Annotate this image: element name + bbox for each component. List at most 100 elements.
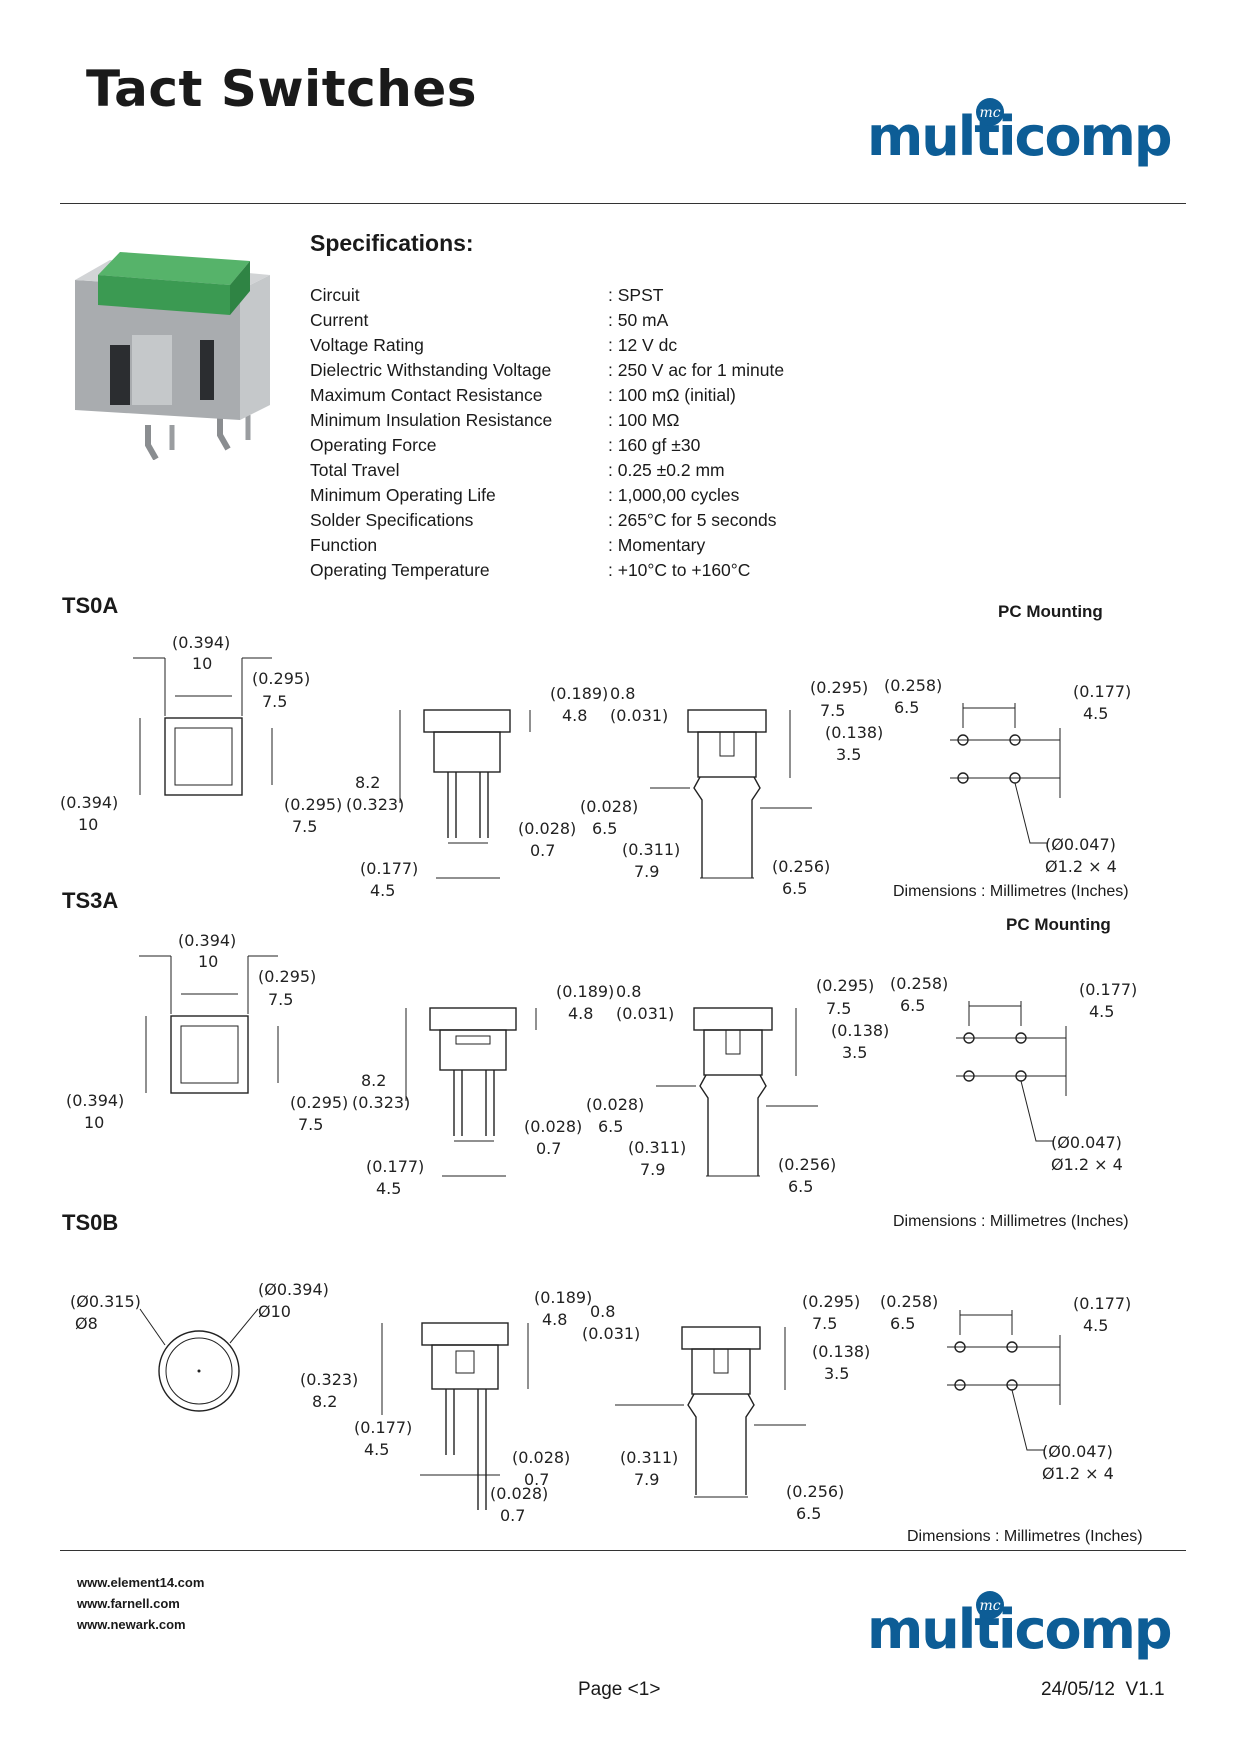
dim-label: (0.177) <box>354 1418 412 1437</box>
dim-label: (0.189) <box>556 982 614 1001</box>
spec-value: : 1,000,00 cycles <box>608 485 740 505</box>
footer-link-newark[interactable]: www.newark.com <box>77 1617 186 1632</box>
spec-value: : Momentary <box>608 535 706 555</box>
dim-label: (0.138) <box>831 1021 889 1040</box>
dimension-note-ts0b: Dimensions : Millimetres (Inches) <box>907 1528 1143 1545</box>
spec-value: : 265°C for 5 seconds <box>608 510 777 530</box>
dim-label: 3.5 <box>842 1043 867 1062</box>
page-number: Page <1> <box>578 1679 661 1700</box>
dim-label: (0.323) <box>352 1093 410 1112</box>
dim-label: (0.028) <box>512 1448 570 1467</box>
spec-value: : 12 V dc <box>608 335 678 355</box>
side-view: (0.189) 4.8 8.2 (0.323) (0.028) 0.7 (0.1… <box>352 982 614 1198</box>
spec-value: : 50 mA <box>608 310 669 330</box>
header-divider <box>60 203 1186 204</box>
dim-label: 7.5 <box>826 999 851 1018</box>
dim-label: 4.5 <box>376 1179 401 1198</box>
dim-label: 0.7 <box>500 1506 525 1525</box>
spec-value: : 100 MΩ <box>608 410 680 430</box>
dim-label: 6.5 <box>894 698 919 717</box>
dim-label: (0.028) <box>490 1484 548 1503</box>
dim-label: Ø10 <box>258 1302 291 1321</box>
section-label-ts0b: TS0B <box>62 1210 119 1235</box>
dim-label: (0.295) <box>258 967 316 986</box>
mounting-label-ts0a: PC Mounting <box>998 602 1103 621</box>
dim-label: (0.394) <box>60 793 118 812</box>
dim-label: (0.394) <box>66 1091 124 1110</box>
dim-label: 8.2 <box>355 773 380 792</box>
switch-photo <box>75 252 270 460</box>
dim-label: (0.177) <box>1079 980 1137 999</box>
spec-label: Circuit <box>310 285 360 305</box>
dim-label: 6.5 <box>796 1504 821 1523</box>
logo-badge-icon: mc <box>976 98 1004 126</box>
section-label-ts0a: TS0A <box>62 593 119 618</box>
dim-label: 7.9 <box>640 1160 665 1179</box>
dim-label: (0.189) <box>534 1288 592 1307</box>
front-view: 0.8 (0.031) (0.295) 7.5 (0.138) 3.5 (0.3… <box>582 1292 870 1523</box>
dim-label: (0.189) <box>550 684 608 703</box>
spec-label: Maximum Contact Resistance <box>310 385 543 405</box>
side-view: (0.189) 4.8 (0.323) 8.2 (0.177) 4.5 (0.0… <box>300 1288 592 1525</box>
dim-label: (0.258) <box>880 1292 938 1311</box>
dim-label: 0.8 <box>616 982 641 1001</box>
dim-label: 0.7 <box>536 1139 561 1158</box>
dim-label: (0.295) <box>290 1093 348 1112</box>
dim-label: 7.5 <box>298 1115 323 1134</box>
multicomp-logo-footer: multicomp <box>867 1598 1173 1661</box>
dim-label: (0.258) <box>890 974 948 993</box>
dim-label: (0.031) <box>582 1324 640 1343</box>
dim-label: Ø1.2 × 4 <box>1051 1155 1123 1174</box>
dim-label: Ø8 <box>75 1314 98 1333</box>
dim-label: (0.295) <box>810 678 868 697</box>
dim-label: 4.5 <box>1083 1316 1108 1335</box>
dim-label: (0.177) <box>1073 1294 1131 1313</box>
dimension-note-ts0a: Dimensions : Millimetres (Inches) <box>893 883 1129 900</box>
dim-label: 10 <box>192 654 212 673</box>
dim-label: 6.5 <box>788 1177 813 1196</box>
spec-label: Solder Specifications <box>310 510 474 530</box>
spec-value: : 100 mΩ (initial) <box>608 385 736 405</box>
dim-label: (Ø0.047) <box>1042 1442 1113 1461</box>
dim-label: (0.295) <box>802 1292 860 1311</box>
top-view: (0.394) 10 (0.295) 7.5 (0.394) 10 (0.295… <box>66 931 348 1134</box>
dim-label: 0.7 <box>530 841 555 860</box>
dim-label: (0.256) <box>778 1155 836 1174</box>
dim-label: (0.177) <box>366 1157 424 1176</box>
dim-label: 7.5 <box>820 701 845 720</box>
dim-label: (0.311) <box>620 1448 678 1467</box>
dim-label: 4.8 <box>568 1004 593 1023</box>
dim-label: (0.031) <box>616 1004 674 1023</box>
dim-label: 6.5 <box>592 819 617 838</box>
footer-link-element14[interactable]: www.element14.com <box>77 1575 205 1590</box>
footer-link-farnell[interactable]: www.farnell.com <box>77 1596 180 1611</box>
pcb-layout: (0.258) 6.5 (0.177) 4.5 (Ø0.047) Ø1.2 × … <box>880 1292 1131 1483</box>
dim-label: 10 <box>198 952 218 971</box>
dimension-note-ts3a: Dimensions : Millimetres (Inches) <box>893 1213 1129 1230</box>
spec-label: Dielectric Withstanding Voltage <box>310 360 552 380</box>
dim-label: (0.028) <box>580 797 638 816</box>
page-title: Tact Switches <box>86 60 477 118</box>
dim-label: (0.177) <box>1073 682 1131 701</box>
dim-label: 8.2 <box>361 1071 386 1090</box>
dim-label: (0.295) <box>284 795 342 814</box>
round-top-view: (Ø0.315) Ø8 (Ø0.394) Ø10 <box>70 1280 329 1412</box>
dim-label: 7.9 <box>634 1470 659 1489</box>
spec-label: Current <box>310 310 369 330</box>
footer-divider <box>60 1550 1186 1551</box>
spec-value: : 250 V ac for 1 minute <box>608 360 785 380</box>
dim-label: 4.8 <box>542 1310 567 1329</box>
dim-label: 0.7 <box>524 1470 549 1489</box>
dim-label: (0.138) <box>825 723 883 742</box>
date-version: 24/05/12 V1.1 <box>1041 1679 1165 1700</box>
dim-label: 3.5 <box>824 1364 849 1383</box>
mounting-label-ts3a: PC Mounting <box>1006 915 1111 934</box>
dim-label: (0.394) <box>172 633 230 652</box>
dim-label: (0.256) <box>772 857 830 876</box>
dim-label: (0.295) <box>816 976 874 995</box>
logo-badge-text: mc <box>979 1598 1000 1614</box>
dim-label: 10 <box>78 815 98 834</box>
spec-value: : 160 gf ±30 <box>608 435 701 455</box>
spec-value: : +10°C to +160°C <box>608 560 751 580</box>
dim-label: (0.311) <box>628 1138 686 1157</box>
